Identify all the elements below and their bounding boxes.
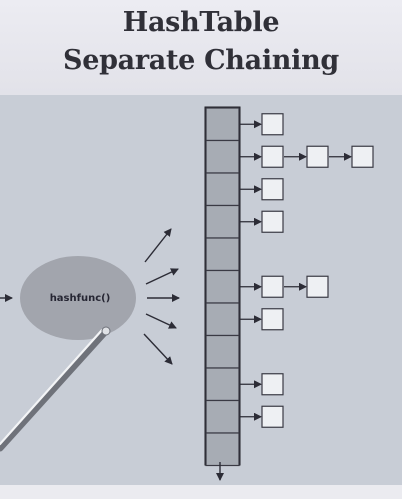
hash-output-arrow (143, 333, 173, 365)
bucket-cell (205, 367, 240, 402)
bucket-cell (205, 139, 240, 174)
bucket-cell (205, 302, 240, 337)
buckets (205, 107, 240, 467)
pen-pointer (0, 326, 111, 452)
bucket-cell (205, 334, 240, 369)
chain-node (261, 308, 284, 331)
bucket-cell (205, 269, 240, 304)
chain-node (261, 178, 284, 201)
chain-node (261, 145, 284, 168)
hash-output-arrow (145, 268, 179, 285)
hash-function-label: hashfunc() (50, 293, 111, 304)
bottom-band (0, 485, 402, 499)
bucket-cell (205, 399, 240, 434)
chain-node (306, 275, 329, 298)
chain-node (351, 145, 374, 168)
chain-node (261, 373, 284, 396)
title-band (0, 0, 402, 95)
bucket-cell (205, 107, 240, 142)
bucket-cell (205, 432, 240, 467)
chain-node (261, 275, 284, 298)
chains (240, 113, 374, 428)
bucket-cell (205, 204, 240, 239)
chain-node (261, 210, 284, 233)
hash-output-arrow (145, 313, 177, 329)
hash-output-arrows (143, 228, 180, 365)
hash-function-ellipse (20, 256, 136, 340)
chain-node (306, 145, 329, 168)
hash-output-arrow (144, 228, 172, 263)
slide-subtitle: Separate Chaining (63, 45, 339, 76)
slide-title: HashTable (122, 7, 280, 38)
bucket-cell (205, 237, 240, 272)
chain-node (261, 113, 284, 136)
chain-node (261, 405, 284, 428)
bucket-cell (205, 172, 240, 207)
